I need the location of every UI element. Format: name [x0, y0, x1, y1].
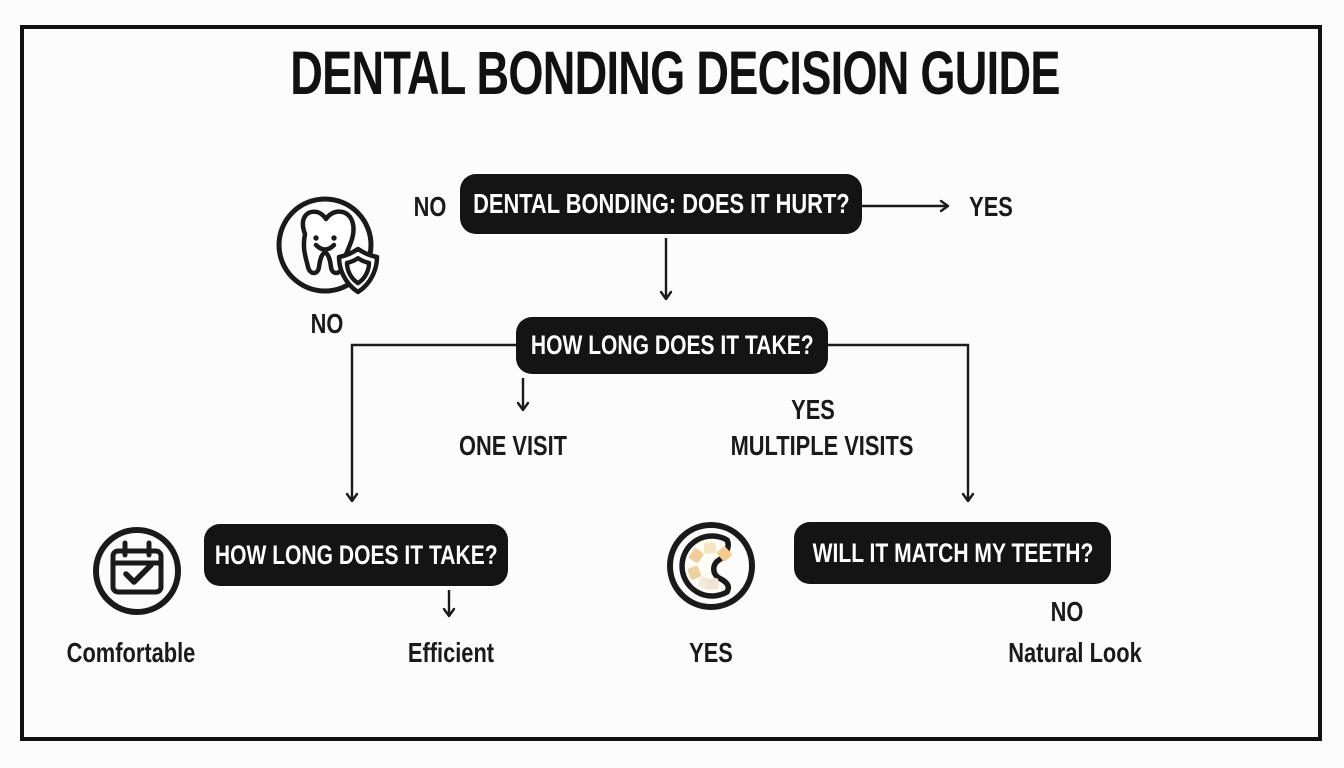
label-q2-yes: YES: [791, 394, 835, 425]
border-frame: [20, 25, 1322, 741]
connector-q2-q3: [345, 343, 516, 503]
label-q1-no: NO: [413, 191, 447, 222]
swatch: [703, 542, 717, 554]
node-how-long-bottom: HOW LONG DOES IT TAKE?: [204, 524, 508, 586]
label-efficient: Efficient: [407, 637, 495, 668]
node-will-it-match-label: WILL IT MATCH MY TEETH?: [812, 537, 1093, 568]
swatch: [687, 565, 702, 580]
node-will-it-match: WILL IT MATCH MY TEETH?: [794, 522, 1111, 584]
tooth-eye-left: [313, 235, 319, 241]
palette-icon-circle: [667, 522, 755, 610]
node-does-it-hurt-label: DENTAL BONDING: DOES IT HURT?: [472, 188, 850, 219]
tooth-shield-icon: [276, 196, 380, 295]
node-does-it-hurt: DENTAL BONDING: DOES IT HURT?: [460, 174, 862, 234]
node-how-long-top: HOW LONG DOES IT TAKE?: [516, 317, 828, 374]
checkmark: [123, 562, 154, 585]
shield-icon: [336, 246, 380, 295]
label-q4-yes: YES: [689, 637, 733, 668]
label-q1-yes: YES: [969, 191, 1013, 222]
label-natural-look: Natural Look: [1008, 637, 1142, 668]
connector-q2-q4: [828, 343, 975, 503]
tooth-icon-circle: [276, 196, 374, 294]
page-title-text: DENTAL BONDING DECISION GUIDE: [290, 39, 1060, 107]
tooth-eye-right: [331, 235, 337, 241]
node-how-long-top-label: HOW LONG DOES IT TAKE?: [530, 330, 814, 360]
label-q4-no: NO: [1050, 596, 1084, 627]
page-title: DENTAL BONDING DECISION GUIDE: [155, 38, 1195, 108]
calendar-rings: [122, 540, 152, 558]
swatch: [689, 548, 704, 563]
swatch: [706, 578, 719, 590]
calendar-check-icon: [93, 527, 181, 615]
calendar-body: [110, 548, 164, 595]
calendar-icon-circle: [93, 527, 181, 615]
swatch: [717, 546, 732, 562]
node-how-long-bottom-label: HOW LONG DOES IT TAKE?: [214, 539, 498, 570]
label-comfortable: Comfortable: [66, 637, 196, 668]
label-q2-no: NO: [310, 308, 344, 339]
palette-swatches: [687, 542, 732, 590]
shade-palette-icon: [667, 522, 755, 610]
tooth-smile: [313, 242, 337, 252]
label-one-visit: ONE VISIT: [458, 430, 568, 461]
label-multiple-visits: MULTIPLE VISITS: [730, 430, 914, 461]
